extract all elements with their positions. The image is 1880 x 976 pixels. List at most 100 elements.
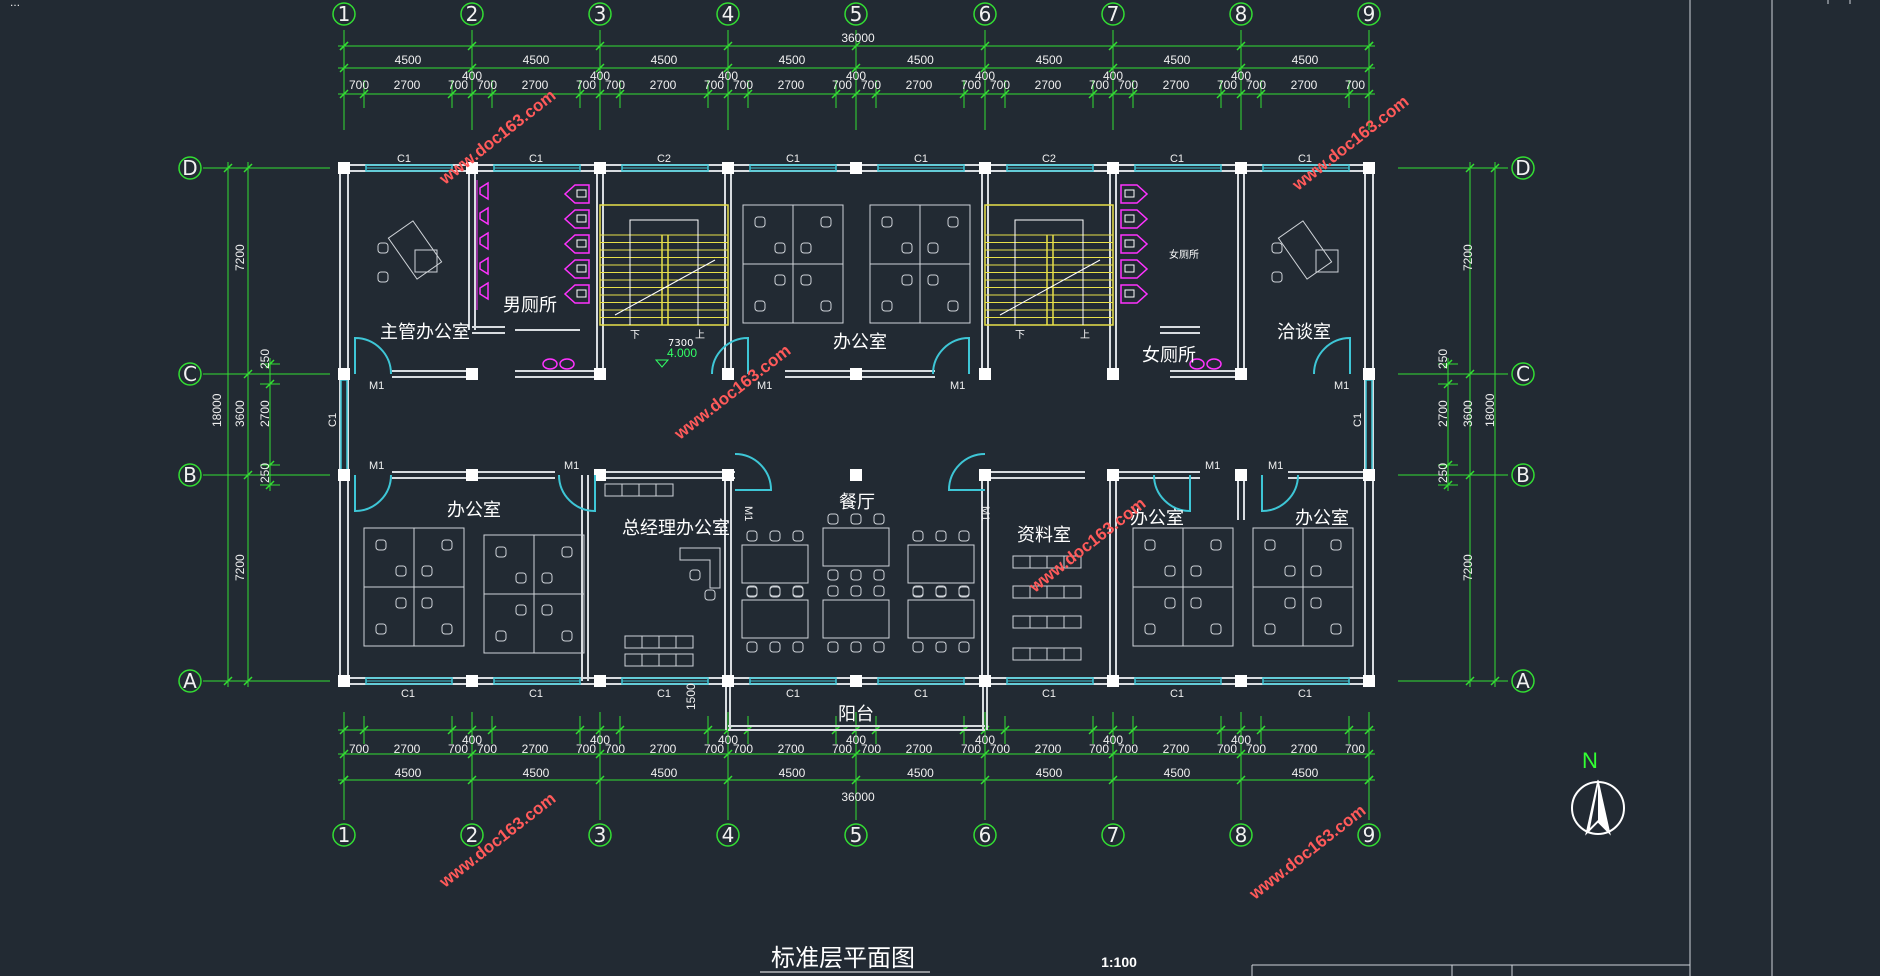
grid-bubble[interactable]: 4	[716, 823, 740, 847]
doors	[354, 336, 1351, 513]
grid-bubble[interactable]: A	[178, 669, 202, 693]
grid-bubble[interactable]: 8	[1229, 2, 1253, 26]
dim-text: 700	[349, 742, 369, 756]
window-labels-top: C1 C1 C2 C1 C1 C2 C1 C1	[397, 153, 1312, 165]
chair	[935, 585, 947, 597]
grid-bubble[interactable]: C	[1511, 362, 1535, 386]
dim-text: 4500	[1164, 766, 1191, 780]
grid-bubble-label: D	[182, 156, 197, 180]
dim-text: 700	[576, 78, 596, 92]
grid-bubble[interactable]: 5	[844, 2, 868, 26]
dim-text: 2700	[1035, 78, 1062, 92]
dim-slash	[1000, 725, 1010, 735]
grid-bubble-label: A	[1516, 669, 1530, 693]
chair	[375, 539, 387, 551]
dim-slash	[595, 725, 605, 735]
dim-slash	[1108, 749, 1118, 759]
grid-bubble[interactable]: 7	[1101, 2, 1125, 26]
column	[979, 675, 991, 687]
grid-bubble-circle	[1229, 823, 1253, 847]
dim-text: 400	[1231, 69, 1251, 83]
column	[1363, 675, 1375, 687]
chair	[774, 274, 786, 286]
grid-bubble-label: 5	[850, 2, 863, 26]
room-office-b7: 办公室	[1130, 508, 1184, 529]
grid-bubble[interactable]: 1	[332, 2, 356, 26]
dim-slash	[1088, 725, 1098, 735]
dim-slash	[1490, 163, 1500, 173]
dim-text: 2700	[522, 742, 549, 756]
dim-slash	[467, 749, 477, 759]
dim-slash	[339, 725, 349, 735]
grid-bubble[interactable]: 5	[844, 823, 868, 847]
grid-bubble[interactable]: 7	[1101, 823, 1125, 847]
grid-bubble[interactable]: 3	[588, 823, 612, 847]
grid-bubble-circle	[588, 2, 612, 26]
dim-text: 700	[1089, 742, 1109, 756]
grid-bubble[interactable]: B	[1511, 463, 1535, 487]
column	[722, 675, 734, 687]
dim-text: 400	[718, 69, 738, 83]
grid-bubble[interactable]: 3	[588, 2, 612, 26]
grid-bubble[interactable]: 6	[973, 2, 997, 26]
grid-bubble[interactable]: 2	[460, 2, 484, 26]
grid-bubble[interactable]: 9	[1357, 823, 1381, 847]
grid-bubble[interactable]: 6	[973, 823, 997, 847]
grid-bubble[interactable]: 4	[716, 2, 740, 26]
toilet-stall	[563, 209, 590, 229]
stair-width-label: 7300	[668, 338, 693, 349]
dim-text: 700	[704, 742, 724, 756]
dim-text: 2700	[394, 742, 421, 756]
door	[558, 474, 596, 513]
grid-bubble[interactable]: 2	[460, 823, 484, 847]
dim-text: 4500	[779, 53, 806, 67]
grid-bubble-label: B	[1516, 463, 1530, 487]
dim-slash	[265, 359, 275, 369]
window-label: C1	[786, 688, 800, 700]
desk	[822, 599, 890, 639]
dim-slash	[1364, 775, 1374, 785]
grid-bubble[interactable]: B	[178, 463, 202, 487]
grid-bubble[interactable]: 9	[1357, 2, 1381, 26]
dim-text: 700	[861, 78, 881, 92]
chair	[689, 569, 701, 581]
dim-slash	[339, 749, 349, 759]
door	[711, 336, 749, 375]
dimension-chains	[218, 32, 1505, 794]
chair	[541, 604, 553, 616]
dim-slash	[1236, 63, 1246, 73]
walls	[339, 164, 1374, 731]
column	[338, 368, 350, 380]
grid-bubble-label: 7	[1107, 2, 1120, 26]
north-arrow: N	[1571, 748, 1625, 836]
overall-dim-top: 36000	[841, 31, 875, 45]
dim-slash	[359, 89, 369, 99]
grid-bubble[interactable]: D	[1511, 156, 1535, 180]
toilet-bowl	[576, 289, 587, 298]
chair	[850, 513, 862, 525]
dim-text: 3600	[233, 400, 247, 427]
grid-bubble[interactable]: 1	[332, 823, 356, 847]
grid-bubble[interactable]: C	[178, 362, 202, 386]
dim-text: 400	[846, 733, 866, 747]
desk	[675, 653, 694, 667]
column	[466, 368, 478, 380]
dim-slash	[980, 749, 990, 759]
chair	[1264, 623, 1276, 635]
dim-text: 400	[590, 733, 610, 747]
window-label: C1	[1042, 688, 1056, 700]
dim-text: 400	[846, 69, 866, 83]
chair	[827, 641, 839, 653]
grid-bubble[interactable]: 8	[1229, 823, 1253, 847]
dim-text: 400	[590, 69, 610, 83]
chair	[1164, 597, 1176, 609]
grid-bubble[interactable]: D	[178, 156, 202, 180]
chair	[704, 589, 716, 601]
grid-bubble-label: C	[1516, 362, 1530, 386]
dim-text: 4500	[1036, 766, 1063, 780]
grid-bubble[interactable]: A	[1511, 669, 1535, 693]
column	[594, 368, 606, 380]
urinal	[479, 256, 489, 276]
